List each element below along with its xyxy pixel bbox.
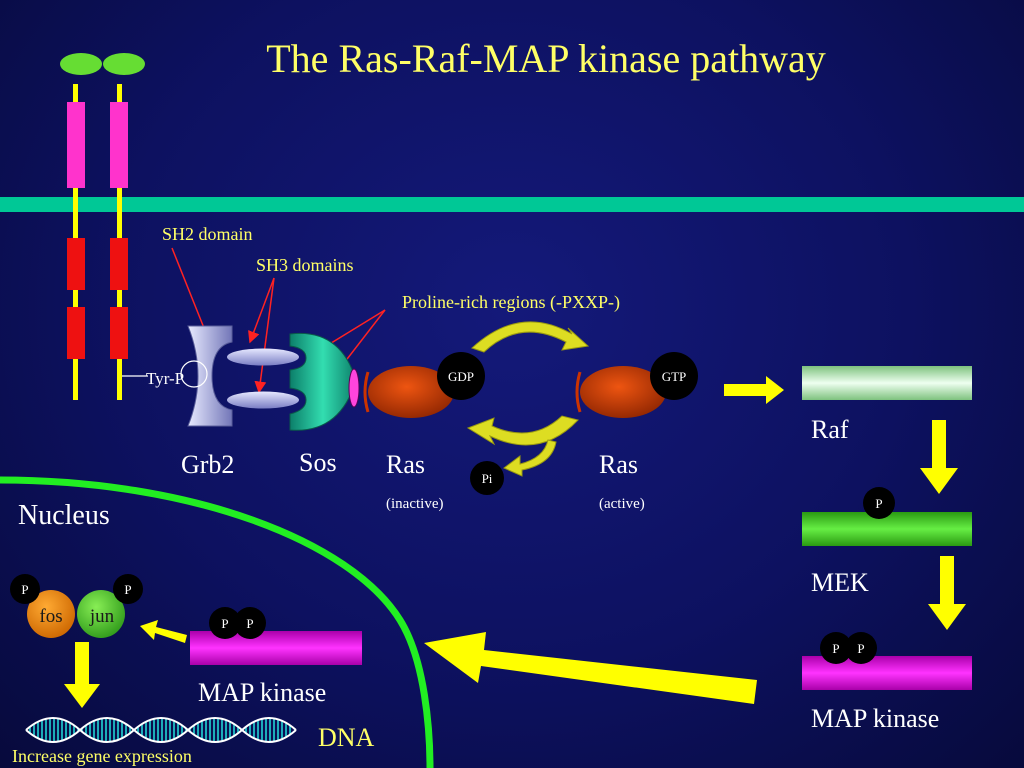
sh2-domain-label: SH2 domain (162, 224, 253, 244)
pi-label: Pi (482, 471, 493, 486)
ras-inactive-body (368, 366, 454, 418)
tyrp-binding-circle (180, 360, 208, 388)
sos-catalytic-edge (348, 368, 360, 408)
mapk-nuc-label: MAP kinase (198, 678, 326, 707)
mapk-nuc-bar (190, 631, 362, 665)
ras-to-raf-arrow (724, 376, 784, 404)
receptor-kinase-right-2 (110, 307, 128, 359)
ras-inactive-label: Ras (386, 450, 425, 479)
receptor-extracellular-right (110, 102, 128, 188)
gtp-badge (650, 352, 698, 400)
raf-bar (802, 366, 972, 400)
sh3-pointer-bottom (254, 277, 275, 394)
grb2-label: Grb2 (181, 450, 234, 479)
fos-label: fos (39, 606, 62, 627)
mapk-cyto-phospho-2-label: P (857, 641, 864, 656)
jun-phospho-badge (113, 574, 143, 604)
jun-protein (77, 590, 125, 638)
gtp-label: GTP (662, 369, 687, 384)
ras-active-label: Ras (599, 450, 638, 479)
mapk-cyto-phospho-2 (845, 632, 877, 664)
mapk-nuc-phospho-2-label: P (246, 616, 253, 631)
mapk-nuc-phospho-1 (209, 607, 241, 639)
mek-to-mapk-arrow (928, 556, 966, 630)
fosjun-to-dna-arrow (64, 642, 100, 708)
receptor-extracellular-left (67, 102, 85, 188)
dna-strand-bottom (25, 728, 297, 743)
receptor-dimer (60, 53, 148, 400)
pi-badge (470, 461, 504, 495)
raf-label: Raf (811, 415, 849, 444)
nuclear-envelope (0, 476, 434, 768)
mapk-cyto-phospho-1-label: P (832, 641, 839, 656)
pi-release-arrow (503, 439, 557, 477)
sh3-pointer-top (248, 277, 275, 344)
sos-protein (289, 332, 360, 431)
cycle-arrow-top (471, 321, 590, 353)
dna-label: DNA (318, 723, 375, 752)
gdp-badge (437, 352, 485, 400)
grb2-protein (180, 325, 299, 427)
page-title: The Ras-Raf-MAP kinase pathway (266, 36, 826, 81)
exchange-cycle (466, 321, 590, 477)
ras-inactive-state: (inactive) (386, 496, 443, 512)
fos-phospho-badge (10, 574, 40, 604)
mapk-nuc-phospho-1-label: P (221, 616, 228, 631)
fos-protein (27, 590, 75, 638)
ras-active: GTP (575, 352, 698, 418)
receptor-kinase-left-1 (67, 238, 85, 290)
receptor-kinase-left-2 (67, 307, 85, 359)
ras-active-state: (active) (599, 496, 645, 512)
nucleus-label: Nucleus (18, 500, 110, 531)
ligand-right (103, 53, 145, 75)
ras-active-body (580, 366, 666, 418)
fos-phospho-label: P (21, 582, 28, 597)
gdp-label: GDP (448, 369, 474, 384)
ras-active-tail (575, 371, 582, 413)
raf-to-mek-arrow (920, 420, 958, 494)
sh3-domains-label: SH3 domains (256, 255, 354, 275)
mapk-cyto-label: MAP kinase (811, 704, 939, 733)
jun-phospho-label: P (124, 582, 131, 597)
dna-strand-top (25, 717, 297, 732)
receptor-kinase-right-1 (110, 238, 128, 290)
plasma-membrane (0, 197, 1024, 212)
proline-rich-label: Proline-rich regions (-PXXP-) (402, 292, 620, 313)
mapk-to-fosjun-arrow (140, 620, 187, 643)
mapk-translocation-arrow (424, 632, 757, 704)
ligand-left (60, 53, 102, 75)
mek-label: MEK (811, 568, 869, 597)
jun-label: jun (89, 606, 115, 627)
ras-inactive: GDP (363, 352, 485, 418)
grb2-sh2-body (187, 325, 233, 427)
mek-phospho-label: P (875, 496, 882, 511)
tyrp-label: Tyr-P (146, 369, 184, 388)
mek-phospho-badge (863, 487, 895, 519)
sos-label: Sos (299, 448, 337, 477)
mapk-nuc-phospho-2 (234, 607, 266, 639)
sos-body (289, 332, 357, 431)
ras-inactive-tail (363, 371, 370, 413)
mek-bar (802, 512, 972, 546)
mapk-cyto-phospho-1 (820, 632, 852, 664)
grb2-sh3-domain-top (227, 348, 299, 366)
dna-helix (25, 717, 297, 743)
grb2-sh3-domain-bottom (227, 391, 299, 409)
gene-expression-label: Increase gene expression (12, 746, 192, 766)
cycle-arrow-bottom (466, 415, 579, 446)
